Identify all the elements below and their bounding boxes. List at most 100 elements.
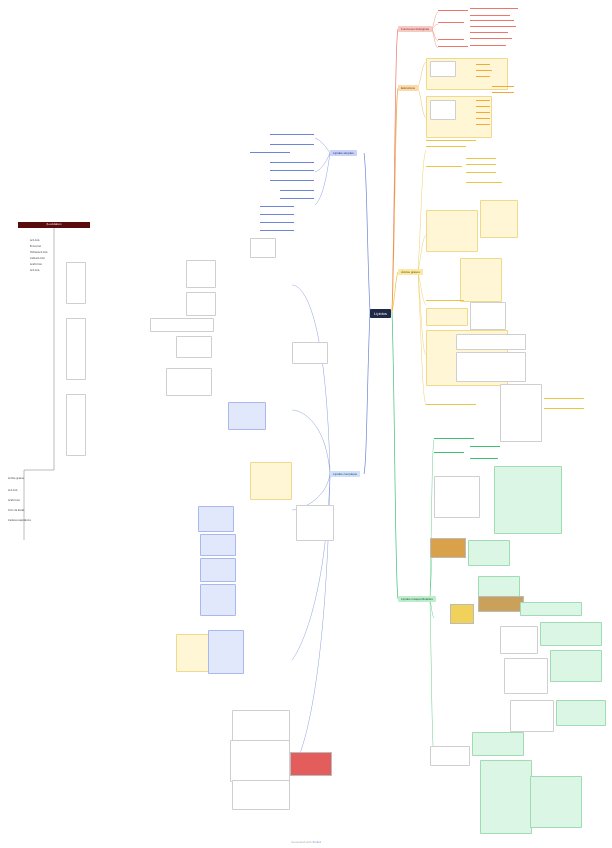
left-panel-item: Enoil-CoA (30, 245, 41, 248)
left-panel-bottom-item: Ciclo de Krebs (8, 509, 25, 512)
acidos-leaf (426, 146, 466, 147)
acidos-micelle-card (426, 308, 468, 326)
complejos-diagram (232, 780, 290, 810)
acidos-structure-card (460, 258, 502, 302)
acidos-reaction-diagram (456, 352, 526, 382)
simples-leaf (270, 162, 314, 163)
complejos-diagram (186, 292, 216, 316)
acidos-text-card (426, 210, 478, 252)
left-panel-bottom-item: Acil-CoA (8, 489, 18, 492)
insap-card (556, 700, 606, 726)
insap-leaf (434, 438, 474, 439)
branch-lipidos-insaponificables[interactable]: Lípidos insaponificables (398, 596, 436, 602)
acidos-leaf (426, 300, 464, 301)
left-panel-title: β-oxidation (18, 222, 90, 228)
complejos-diagram (250, 238, 276, 258)
funciones-leaf (438, 22, 464, 23)
complejos-card (176, 634, 214, 672)
branch-lipidos-simples[interactable]: Lípidos simples (330, 150, 357, 156)
complejos-diagram (176, 336, 212, 358)
simples-leaf (270, 144, 314, 145)
estructura-leaf (476, 106, 490, 107)
acidos-leaf (426, 140, 476, 141)
branch-acidos-grasos[interactable]: Ácidos grasos (398, 269, 423, 275)
left-panel-item: Cetoacil-CoA (30, 257, 45, 260)
complejos-diagram (292, 342, 328, 364)
complejos-card (208, 630, 244, 674)
footer-prefix: Generated with (291, 840, 312, 844)
acidos-helix-diagram (500, 384, 542, 442)
estructura-leaf (476, 64, 490, 65)
funciones-leaf (470, 38, 512, 39)
insap-diagram (500, 626, 538, 654)
funciones-leaf (470, 32, 508, 33)
funciones-leaf (470, 26, 516, 27)
acidos-leaf (466, 172, 496, 173)
funciones-leaf (470, 45, 506, 46)
left-panel-item: Acil-CoA (30, 239, 40, 242)
simples-leaf (270, 180, 314, 181)
left-panel-item: Hidroxiacil-CoA (30, 251, 48, 254)
insap-card (472, 732, 524, 756)
insap-diagram (430, 746, 470, 766)
insap-diagram (504, 658, 548, 694)
insap-card (480, 760, 532, 834)
estructura-leaf (476, 70, 492, 71)
simples-leaf (260, 230, 294, 231)
simples-leaf (260, 222, 294, 223)
acidos-leaf (466, 182, 502, 183)
insap-leaf (470, 458, 498, 459)
simples-leaf (260, 214, 294, 215)
left-panel-bottom-item: Ácidos grasos (8, 477, 24, 480)
estructura-leaf (492, 86, 514, 87)
footer: Generated with Xmind (0, 840, 612, 844)
estructura-leaf (476, 100, 490, 101)
left-panel-item: Acetil-CoA (30, 263, 42, 266)
insap-image (450, 604, 474, 624)
estructura-leaf (492, 92, 514, 93)
simples-leaf (260, 206, 294, 207)
left-panel-diagram (66, 262, 86, 304)
acidos-leaf (544, 408, 584, 409)
left-panel-diagram (66, 394, 86, 456)
complejos-diagram (232, 710, 290, 742)
acidos-leaf (466, 164, 496, 165)
acidos-structure-card (480, 200, 518, 238)
branch-lipidos-complejos[interactable]: Lípidos complejos (330, 471, 361, 477)
acidos-leaf (466, 158, 496, 159)
complejos-card (200, 558, 236, 582)
footer-brand[interactable]: Xmind (312, 840, 321, 844)
acidos-reaction-diagram (456, 334, 526, 350)
left-panel-bottom-item: Acetil-CoA (8, 499, 20, 502)
funciones-leaf (438, 39, 464, 40)
estructura-leaf (476, 76, 490, 77)
complejos-image (290, 752, 332, 776)
complejos-card (198, 506, 234, 532)
complejos-diagram (166, 368, 212, 396)
root-node[interactable]: Lípidos (370, 309, 391, 318)
acidos-leaf (544, 398, 584, 399)
insap-card (520, 602, 582, 616)
insap-diagram (434, 476, 480, 518)
estructura-diagram (430, 100, 456, 120)
funciones-leaf (470, 15, 510, 16)
insap-leaf (470, 446, 500, 447)
complejos-card (250, 462, 292, 500)
branch-estructura[interactable]: Estructura (398, 85, 418, 91)
acidos-leaf (426, 166, 462, 167)
estructura-leaf (476, 112, 490, 113)
funciones-leaf (438, 10, 468, 11)
estructura-diagram (430, 61, 456, 77)
acidos-diagram (470, 302, 506, 330)
simples-leaf (270, 170, 314, 171)
left-panel-item: Acil-CoA (30, 269, 40, 272)
complejos-diagram (186, 260, 216, 288)
complejos-diagram (230, 740, 290, 782)
insap-card (540, 622, 602, 646)
branch-funciones[interactable]: Funciones biológicas (398, 26, 433, 32)
insap-diagram (510, 700, 554, 732)
simples-leaf (250, 152, 290, 153)
left-panel-diagram (66, 318, 86, 380)
funciones-leaf (470, 8, 518, 9)
